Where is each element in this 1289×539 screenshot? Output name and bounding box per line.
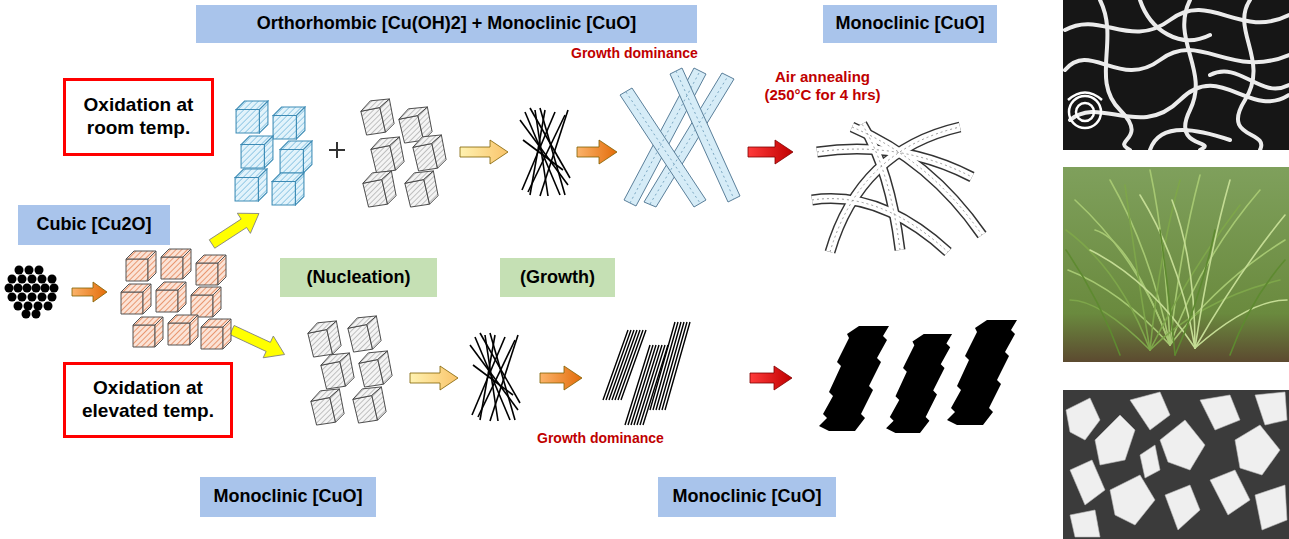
- node-text: Cubic [Cu2O]: [37, 214, 152, 236]
- node-text: Orthorhombic [Cu(OH)2] + Monoclinic [CuO…: [257, 13, 636, 35]
- annotation-label: Growth dominance: [537, 430, 664, 447]
- nanoribbons: [620, 68, 740, 207]
- node-text: Monoclinic [CuO]: [673, 486, 822, 508]
- condition-box: Oxidation at elevated temp.: [63, 362, 233, 438]
- dense-bundles: [819, 320, 1017, 433]
- phase-banner: Monoclinic [CuO]: [200, 477, 376, 517]
- phase-banner: Orthorhombic [Cu(OH)2] + Monoclinic [CuO…: [196, 5, 697, 43]
- node-text: Monoclinic [CuO]: [836, 13, 985, 35]
- rhombohedra-cluster: [361, 99, 446, 207]
- curved-nanoribbons: [812, 124, 982, 252]
- annotation-label: Air annealing (250°C for 4 hrs): [755, 68, 890, 104]
- annotation-label: Growth dominance: [571, 45, 698, 62]
- stage-label-box: (Nucleation): [280, 258, 437, 297]
- rhombohedra-cluster: [308, 316, 392, 425]
- dense-nanosheets: [603, 322, 690, 425]
- cube-cluster: [235, 101, 312, 205]
- phase-banner: Monoclinic [CuO]: [658, 477, 836, 517]
- cube-cluster: [121, 249, 231, 349]
- condition-box: Oxidation at room temp.: [63, 78, 214, 156]
- nanoneedles: [520, 108, 570, 196]
- phase-banner: Monoclinic [CuO]: [823, 5, 997, 43]
- nanoneedles: [470, 333, 520, 421]
- node-text: (Growth): [520, 267, 595, 289]
- sem-image: [1063, 0, 1289, 150]
- stage-label-box: (Growth): [500, 258, 615, 297]
- node-text: (Nucleation): [306, 267, 410, 289]
- particle-cluster: [5, 266, 59, 319]
- plus-sign: [329, 142, 345, 158]
- phase-banner: Cubic [Cu2O]: [18, 205, 170, 245]
- node-text: Monoclinic [CuO]: [214, 486, 363, 508]
- node-text: Oxidation at room temp.: [74, 94, 203, 140]
- sem-image: [1063, 390, 1289, 539]
- node-text: Oxidation at elevated temp.: [74, 377, 222, 423]
- grass-photo: [1063, 167, 1289, 362]
